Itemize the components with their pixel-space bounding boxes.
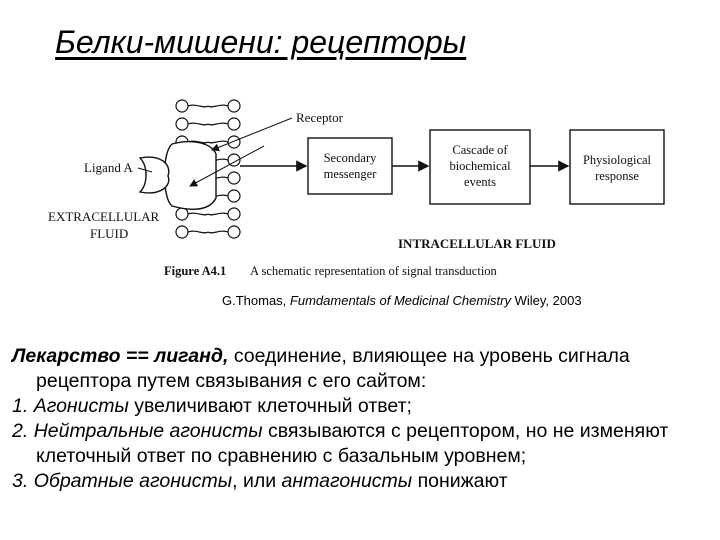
list-item: 1. Агонисты увеличивают клеточный ответ; — [12, 394, 712, 419]
cascade-box — [429, 129, 531, 205]
item-3-term2: антагонисты — [281, 470, 413, 492]
item-3-term: Обратные агонисты — [33, 470, 233, 492]
intro-term: Лекарство == лиганд, — [12, 345, 229, 367]
list-item: 2. Нейтральные агонисты связываются с ре… — [12, 419, 712, 469]
figure-caption-label: Figure A4.1 — [164, 264, 226, 278]
signal-transduction-figure: Receptor Ligand A EXTRACELLULAR FLUID IN… — [44, 94, 684, 284]
intracellular-label: INTRACELLULAR FLUID — [398, 236, 556, 251]
signal-transduction-diagram: Receptor Ligand A EXTRACELLULAR FLUID IN… — [48, 99, 665, 278]
ligand-label: Ligand A — [84, 160, 133, 175]
citation-book: Fumdamentals of Medicinal Chemistry — [289, 293, 511, 308]
lipid-head — [227, 189, 241, 203]
receptor-pointer — [211, 117, 293, 152]
box2-line2: biochemical — [449, 159, 511, 173]
lipid-tail — [187, 104, 229, 108]
box3-line1: Physiological — [583, 153, 652, 167]
item-1-term: Агонисты — [33, 395, 129, 417]
box1-line2: messenger — [324, 167, 378, 181]
extracellular-label-2: FLUID — [90, 226, 128, 241]
lipid-head — [227, 99, 241, 113]
item-2-term: Нейтральные агонисты — [33, 420, 263, 442]
intro-paragraph: Лекарство == лиганд, соединение, влияюще… — [12, 344, 712, 394]
item-2-text: связываются с рецептором, но не изменяют… — [36, 420, 669, 467]
lipid-head — [227, 207, 241, 221]
list-item: 3. Обратные агонисты, или антагонисты по… — [12, 469, 712, 494]
lipid-tail — [187, 122, 229, 126]
lipid-tail — [187, 212, 229, 216]
lipid-head — [175, 117, 189, 131]
item-1-text: увеличивают клеточный ответ; — [134, 395, 412, 417]
lipid-tail — [187, 230, 229, 234]
figure-caption-text: A schematic representation of signal tra… — [250, 264, 498, 278]
extracellular-label: EXTRACELLULAR — [48, 209, 160, 224]
item-1-number: 1. — [12, 395, 29, 417]
receptor-label: Receptor — [296, 110, 344, 125]
citation: G.Thomas, Fumdamentals of Medicinal Chem… — [222, 293, 582, 308]
item-3-number: 3. — [12, 470, 29, 492]
box2-line1: Cascade of — [452, 143, 508, 157]
receptor-shape — [163, 140, 217, 210]
item-2-number: 2. — [12, 420, 29, 442]
lipid-head — [227, 117, 241, 131]
intro-text: соединение, влияющее на уровень сигнала … — [36, 345, 630, 392]
secondary-messenger-box — [307, 137, 393, 195]
lipid-head — [227, 135, 241, 149]
ligand-pointer — [137, 167, 153, 173]
ligand-arrow — [189, 145, 265, 187]
slide-title: Белки-мишени: рецепторы — [55, 24, 467, 60]
lipid-head — [227, 225, 241, 239]
lipid-head — [175, 207, 189, 221]
lipid-head — [227, 171, 241, 185]
slide-body: Лекарство == лиганд, соединение, влияюще… — [12, 344, 712, 494]
lipid-head — [175, 225, 189, 239]
box2-line3: events — [464, 175, 496, 189]
ligand-pocket-shape — [138, 156, 170, 194]
lipid-head — [175, 99, 189, 113]
box3-line2: response — [595, 169, 639, 183]
item-3-text2: понижают — [417, 470, 508, 492]
box1-line1: Secondary — [324, 151, 378, 165]
physiological-response-box — [569, 129, 665, 205]
citation-publisher: Wiley, 2003 — [514, 293, 582, 308]
item-3-text: , или — [232, 470, 277, 492]
citation-author: G.Thomas, — [222, 293, 287, 308]
